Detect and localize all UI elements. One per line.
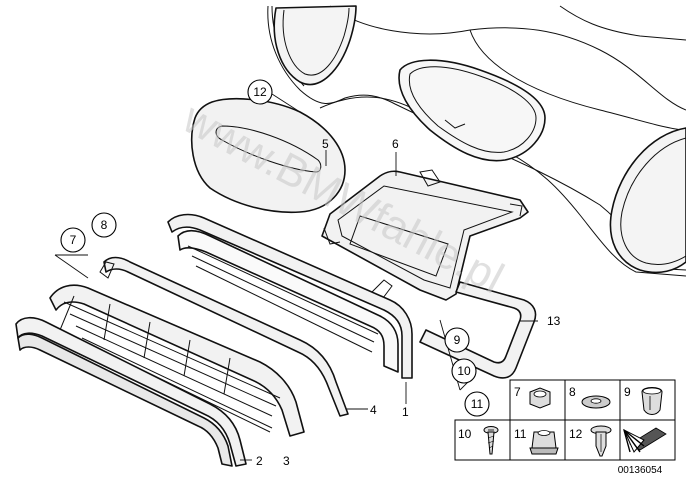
callout-4: 4 <box>370 403 377 417</box>
legend-num-8: 8 <box>569 385 576 399</box>
svg-text:7: 7 <box>70 233 77 247</box>
svg-text:12: 12 <box>253 85 267 99</box>
callout-6: 6 <box>392 137 399 151</box>
direction-arrow-icon <box>622 427 667 453</box>
callout-13: 13 <box>547 314 561 328</box>
part-bracket <box>419 281 537 379</box>
washer-icon <box>581 395 611 409</box>
callout-10: 10 <box>451 358 477 384</box>
part-seal-frame <box>167 213 413 379</box>
callout-9: 9 <box>444 327 470 353</box>
part-lower-trim <box>15 316 247 467</box>
callout-1: 1 <box>402 405 409 419</box>
callout-2: 2 <box>256 454 263 468</box>
svg-text:11: 11 <box>471 397 484 411</box>
cage-nut-icon <box>529 430 559 455</box>
diagram-id: 00136054 <box>618 465 663 476</box>
clip-icon <box>641 387 663 415</box>
part-strip <box>99 256 349 417</box>
callout-12: 12 <box>247 79 273 105</box>
expanding-rivet-icon <box>590 425 612 457</box>
screw-icon <box>483 426 499 455</box>
svg-text:8: 8 <box>101 218 108 232</box>
callout-8: 8 <box>91 212 117 238</box>
svg-text:9: 9 <box>454 333 461 347</box>
hex-nut-icon <box>529 387 551 409</box>
callout-5: 5 <box>322 137 329 151</box>
legend-num-11: 11 <box>514 427 527 441</box>
callout-3: 3 <box>283 454 290 468</box>
part-trim-insert <box>190 98 346 214</box>
fastener-legend: 7 8 9 10 11 12 <box>454 379 676 476</box>
legend-num-7: 7 <box>514 385 521 399</box>
svg-text:10: 10 <box>457 364 471 378</box>
callout-7: 7 <box>60 227 86 253</box>
callout-11: 11 <box>464 391 490 417</box>
legend-num-10: 10 <box>458 427 472 441</box>
car-body-outline <box>267 5 686 277</box>
legend-num-12: 12 <box>569 427 583 441</box>
legend-num-9: 9 <box>624 385 631 399</box>
